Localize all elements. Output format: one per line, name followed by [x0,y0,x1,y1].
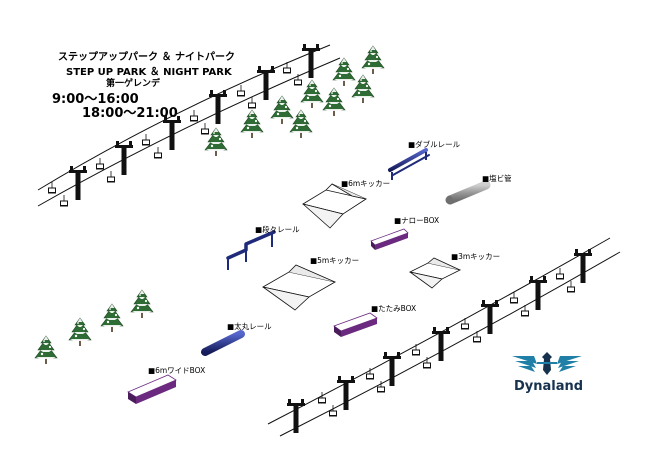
label-tatami-box: ■たたみBOX [371,304,416,313]
narrow-box [370,228,409,250]
trees-upper [204,45,385,157]
hours-day: 9:00～16:00 [52,92,139,107]
tatami-box [333,312,378,337]
dandan-rail [226,230,276,270]
label-kicker-3m: ■3mキッカー [451,252,500,261]
label-dandan-rail: ■段々レール [255,224,300,234]
label-wide-box-6m: ■6mワイドBOX [148,366,205,375]
dynaland-logo: Dynaland [512,352,583,394]
eagle-emblem-icon [512,352,582,375]
title-en: STEP UP PARK ＆ NIGHT PARK [66,67,232,78]
enbi-pipe [445,180,491,205]
label-futomaru-rail: ■太丸レール [227,321,272,331]
label-narrow-box: ■ナローBOX [394,216,439,225]
label-kicker-5m: ■5mキッカー [310,256,359,265]
chairlift-upper [37,44,341,207]
title-jp: ステップアップパーク ＆ ナイトパーク [58,52,235,63]
area-name: 第一ゲレンデ [106,79,161,89]
label-enbi-pipe: ■塩ビ管 [482,173,512,183]
trees-lower [34,289,154,365]
logo-text: Dynaland [514,379,583,394]
label-kicker-6m: ■6mキッカー [341,179,390,188]
hours-night: 18:00～21:00 [82,106,178,121]
double-rail [388,148,430,180]
label-double-rail: ■ダブルレール [408,139,461,149]
kicker-5m [261,264,337,311]
chairlift-lower [267,237,621,437]
kicker-6m [301,183,368,229]
kicker-3m [408,257,462,289]
wide-box-6m [127,374,177,404]
futomaru-rail [201,330,245,356]
